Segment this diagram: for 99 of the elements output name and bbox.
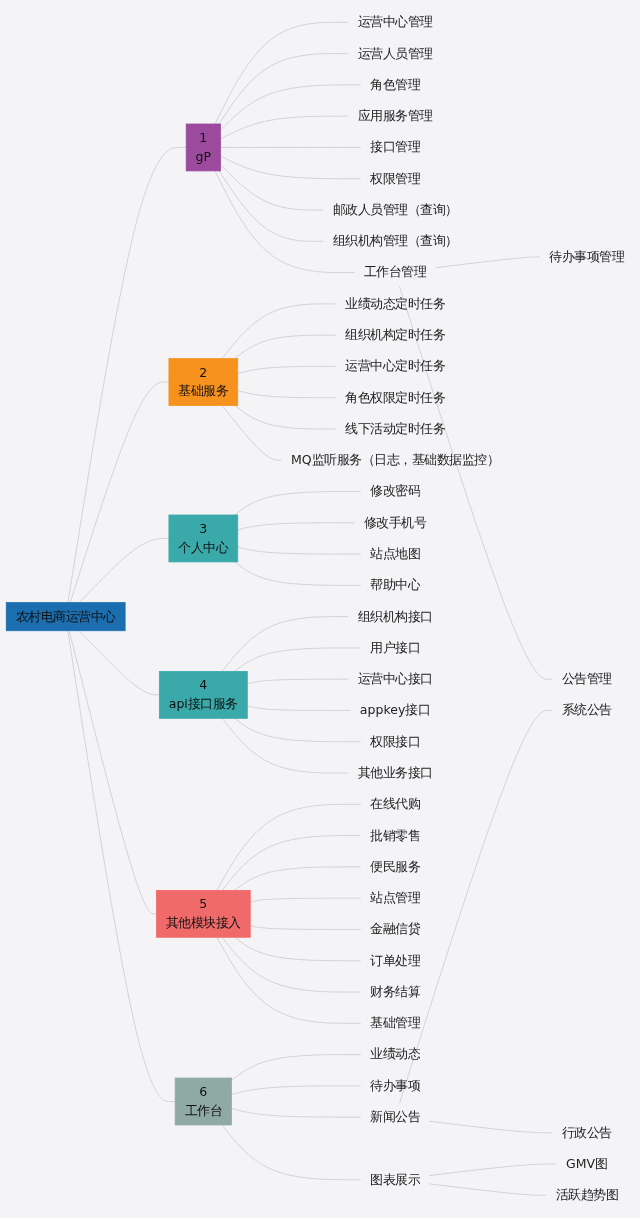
- node-text: 运营人员管理: [357, 45, 433, 61]
- connector: [78, 630, 160, 696]
- node-text: 帮助中心: [370, 577, 421, 593]
- node-text: 接口管理: [370, 139, 421, 155]
- node-text: 组织机构接口: [357, 608, 433, 624]
- connector: [429, 1121, 553, 1134]
- node-text: 修改密码: [370, 483, 421, 499]
- node-text: 运营中心定时任务: [345, 358, 446, 374]
- connector: [231, 1054, 362, 1081]
- node-text: 应用服务管理: [357, 108, 433, 124]
- connector: [221, 616, 349, 672]
- connector: [399, 710, 553, 1104]
- connector: [216, 937, 362, 1024]
- node-text: 待办事项: [370, 1078, 421, 1094]
- node-text: 运营中心管理: [357, 14, 433, 30]
- node-text: 便民服务: [370, 859, 421, 875]
- node-box: 6 工作台: [174, 1077, 232, 1126]
- node-text: 组织机构定时任务: [345, 327, 446, 343]
- connector: [399, 286, 553, 680]
- connector: [237, 366, 337, 374]
- node-text: 财务结算: [370, 984, 421, 1000]
- connector: [234, 405, 337, 430]
- node-text: 在线代购: [370, 796, 421, 812]
- node-text: 金融信贷: [370, 921, 421, 937]
- node-text: appkey接口: [359, 702, 431, 718]
- node-text: 权限接口: [370, 734, 421, 749]
- connector: [214, 170, 355, 274]
- connector: [435, 256, 541, 269]
- connector: [67, 147, 187, 604]
- node-text: 待办事项管理: [549, 249, 625, 265]
- node-text: 活跃趋势图: [555, 1187, 619, 1203]
- node-text: 系统公告: [561, 702, 612, 718]
- connector: [234, 334, 337, 360]
- connector: [67, 630, 176, 1103]
- connector: [214, 22, 349, 125]
- node-text: 站点管理: [370, 890, 421, 906]
- node-box: 3 个人中心: [168, 514, 239, 563]
- node-box: 5 其他模块接入: [156, 890, 251, 938]
- connector: [220, 164, 324, 211]
- connector: [234, 561, 362, 586]
- node-text: 业绩动态: [370, 1046, 421, 1062]
- connector: [234, 937, 362, 962]
- connector: [429, 1183, 547, 1196]
- node-text: 角色管理: [370, 77, 421, 93]
- connector: [237, 522, 355, 531]
- connector: [234, 491, 362, 516]
- connector: [231, 1085, 362, 1095]
- connector: [246, 679, 349, 685]
- connector: [221, 718, 349, 774]
- connector: [429, 1163, 558, 1177]
- node-text: 业绩动态定时任务: [345, 296, 446, 312]
- node-text: 权限管理: [370, 171, 421, 186]
- node-text: 行政公告: [561, 1125, 612, 1140]
- node-text: 图表展示: [370, 1172, 421, 1187]
- node-text: 工作台管理: [363, 264, 427, 280]
- connector: [221, 835, 362, 891]
- connector: [249, 897, 362, 903]
- node-text: GMV图: [566, 1156, 608, 1172]
- connector: [221, 303, 337, 360]
- node-text: 新闻公告: [370, 1109, 421, 1125]
- node-text: 站点地图: [370, 546, 421, 562]
- connector: [218, 170, 324, 242]
- node-text: 其他业务接口: [357, 765, 433, 781]
- node-box: 1 gP: [185, 123, 221, 172]
- connector: [231, 1108, 362, 1118]
- connector: [68, 630, 157, 915]
- connector: [220, 115, 349, 140]
- connector: [246, 705, 351, 712]
- node-text: MQ监听服务（日志，基础数据监控）: [290, 452, 500, 468]
- connector: [234, 866, 362, 891]
- connector: [237, 546, 362, 555]
- node-text: 线下活动定时任务: [345, 421, 446, 437]
- node-text: 邮政人员管理（查询）: [332, 202, 458, 218]
- connector: [220, 147, 362, 148]
- connector: [221, 937, 362, 993]
- node-text: 基础管理: [370, 1015, 421, 1031]
- node-text: 订单处理: [370, 953, 421, 968]
- node-box: 2 基础服务: [168, 358, 239, 407]
- node-text: 组织机构管理（查询）: [332, 233, 458, 249]
- node-text: 运营中心接口: [357, 671, 433, 687]
- connector: [69, 381, 170, 604]
- connector: [221, 1124, 362, 1181]
- connector: [234, 647, 362, 672]
- connector: [220, 155, 362, 180]
- node-text: 批销零售: [370, 827, 421, 843]
- connector: [220, 84, 362, 131]
- connector: [78, 538, 170, 604]
- connector: [249, 925, 362, 930]
- node-text: 修改手机号: [363, 515, 427, 531]
- node-text: 用户接口: [370, 640, 421, 656]
- connector: [216, 804, 362, 891]
- node-box: 4 api接口服务: [159, 671, 248, 719]
- node-text: 角色权限定时任务: [345, 390, 446, 405]
- connector: [234, 718, 362, 743]
- node-text: 公告管理: [561, 671, 612, 687]
- connector: [218, 53, 349, 125]
- connector: [237, 390, 337, 399]
- node-box: 农村电商运营中心: [5, 602, 126, 632]
- connector: [221, 405, 282, 461]
